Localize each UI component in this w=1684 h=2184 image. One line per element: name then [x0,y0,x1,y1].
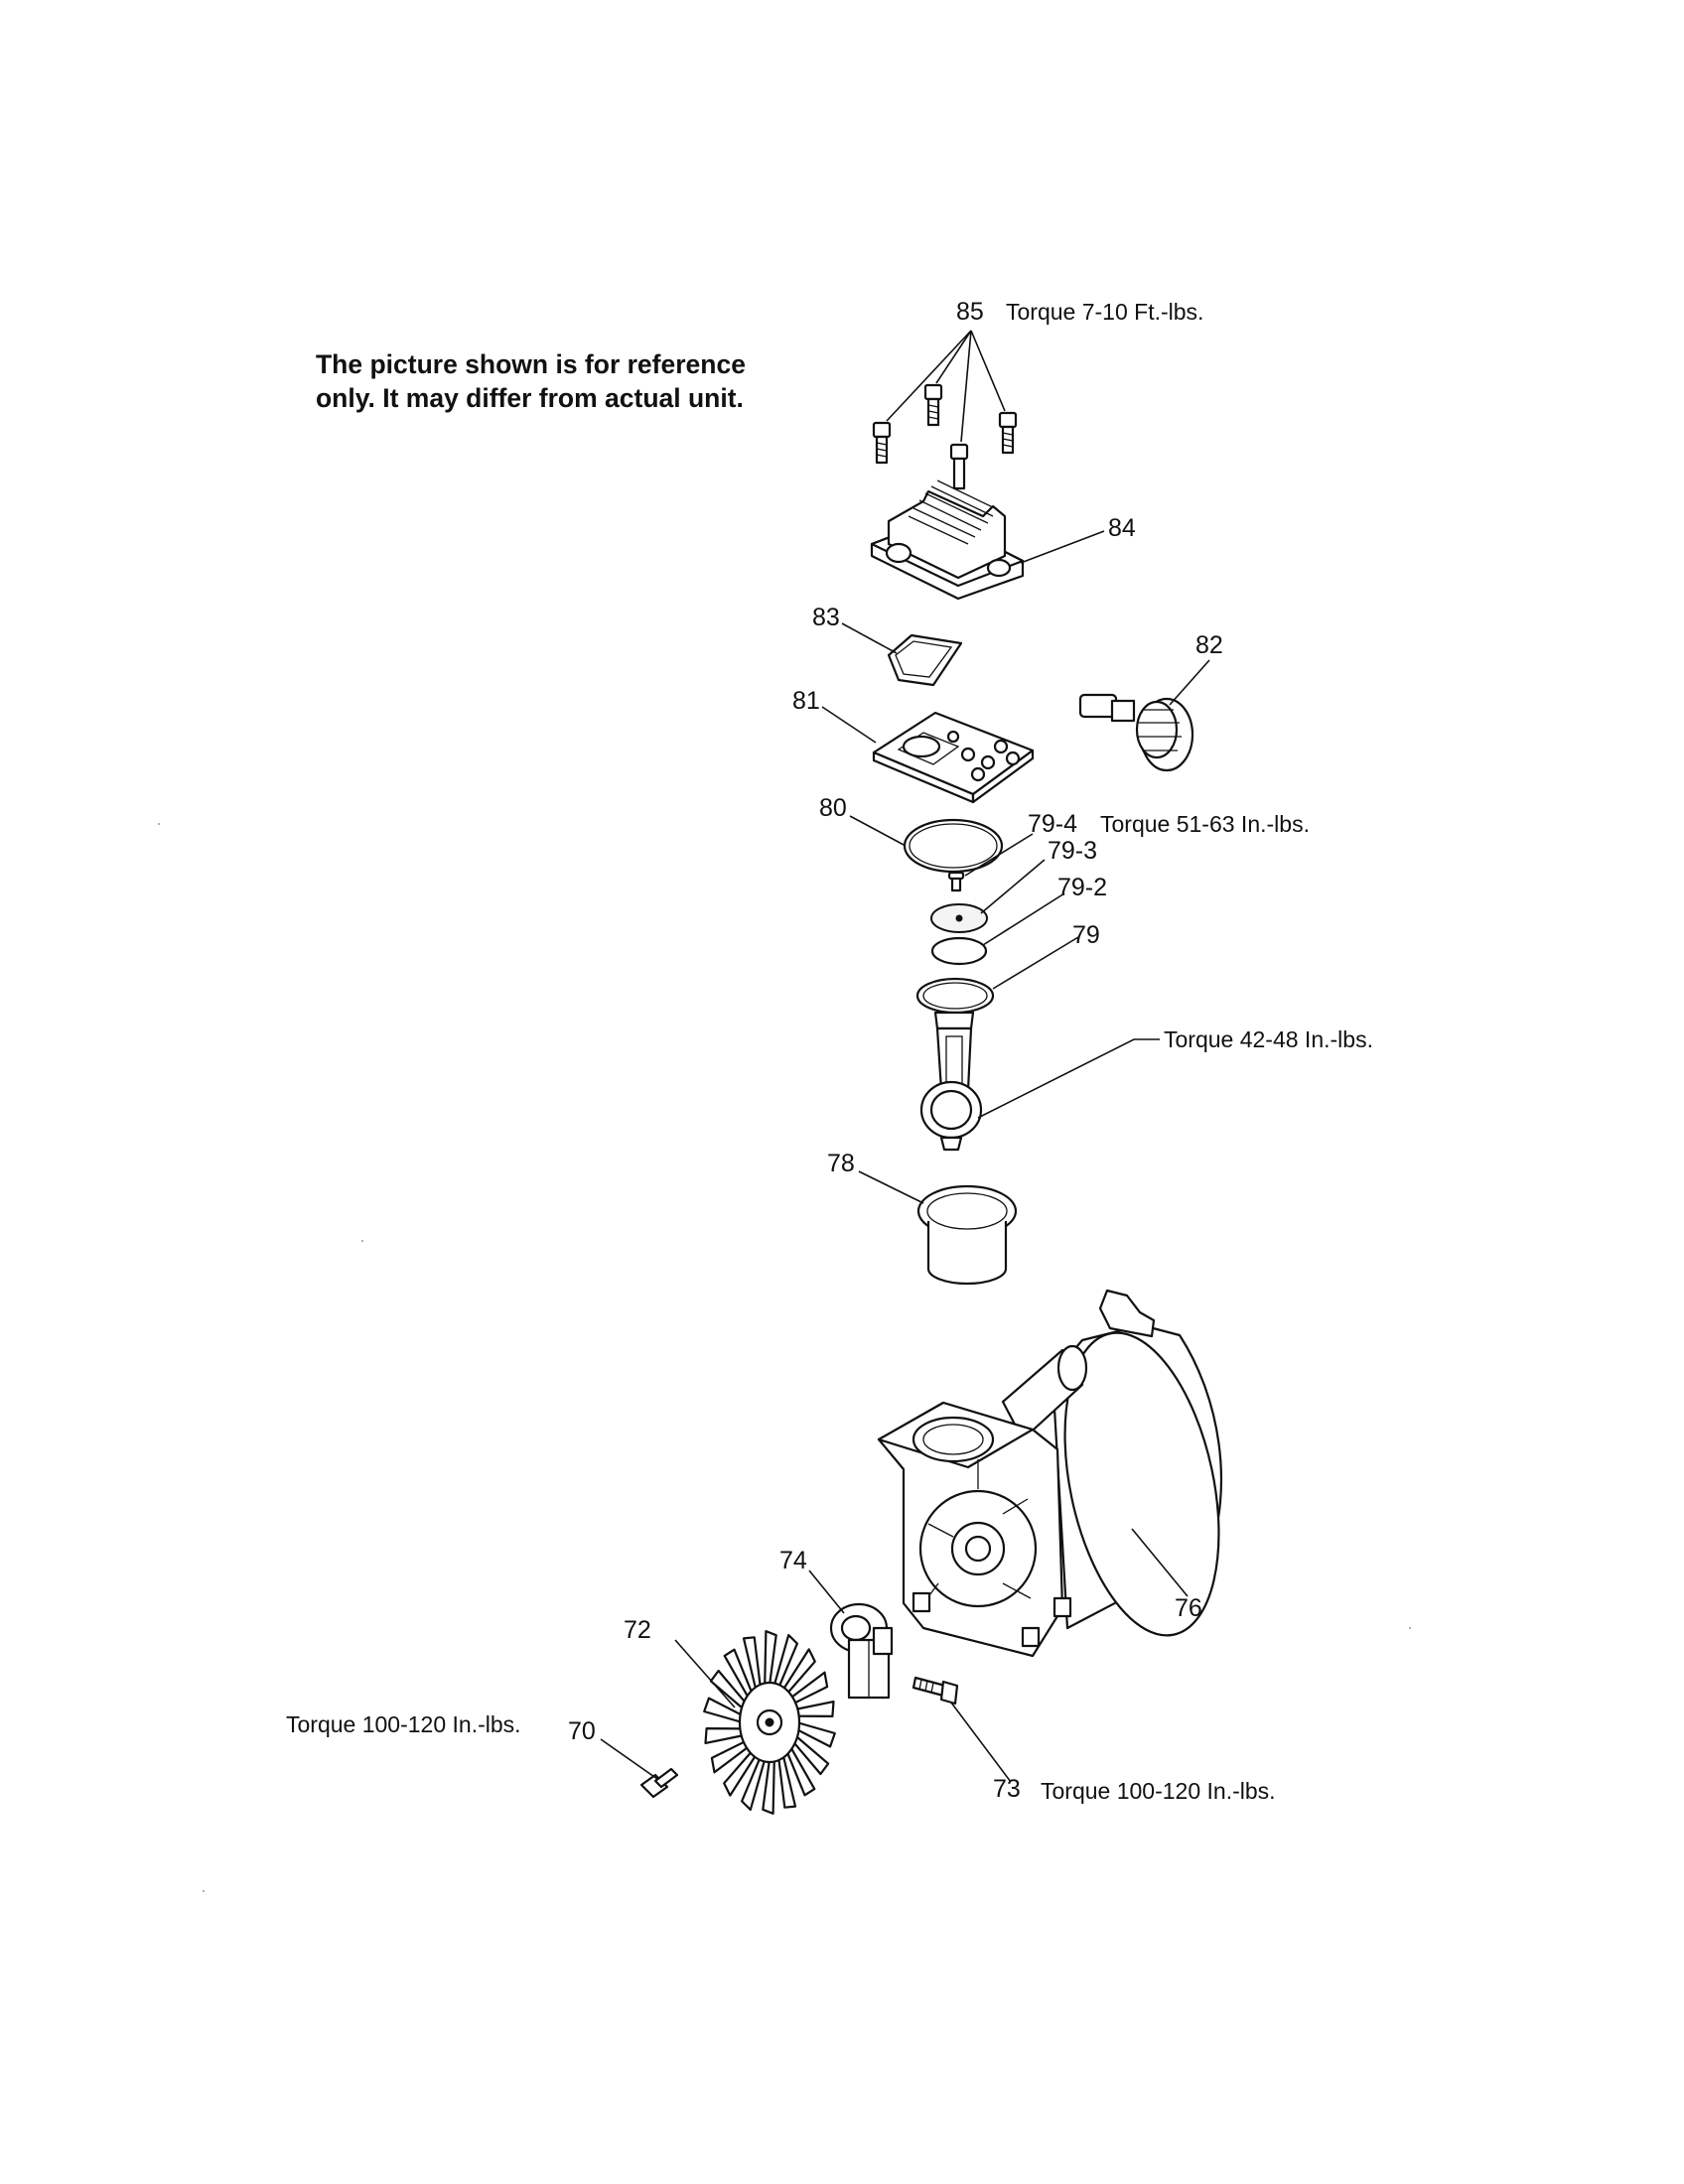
part-79-2-cup [930,892,1065,966]
torque-85: Torque 7-10 Ft.-lbs. [1006,299,1203,325]
label-85: 85 [956,298,984,326]
label-83: 83 [812,604,840,631]
leader-72 [674,1639,736,1708]
part-72-fan [703,1630,836,1815]
part-82-unloader-valve [1078,659,1210,772]
part-74-eccentric [808,1570,894,1700]
part-83-gasket [841,622,963,687]
torque-79-4: Torque 51-63 In.-lbs. [1100,811,1310,837]
label-70: 70 [568,1717,596,1745]
fan-blade [762,1758,775,1815]
part-73-bolt [912,1676,1012,1783]
part-70-bolt [600,1738,679,1799]
label-84: 84 [1108,514,1136,542]
torque-rod: Torque 42-48 In.-lbs. [1164,1026,1373,1052]
label-78: 78 [827,1150,855,1177]
reference-note: The picture shown is for reference only.… [316,349,746,414]
label-80: 80 [819,794,847,822]
part-79-4-screw [947,833,1034,892]
label-82: 82 [1195,631,1223,659]
part-76-motor-crankcase [877,1289,1223,1658]
label-74: 74 [779,1547,807,1574]
fan-blade [793,1701,835,1717]
part-80-o-ring [849,815,1004,874]
label-73: 73 [993,1775,1021,1803]
label-79-3: 79-3 [1048,837,1097,865]
label-79-2: 79-2 [1057,874,1107,901]
part-79-3-retainer [930,859,1046,933]
part-85-head-bolts [872,330,1018,490]
fan-blade [764,1630,777,1687]
label-76: 76 [1175,1594,1202,1622]
part-number-labels: 85 84 83 82 81 80 79-4 79-3 79-2 79 78 7… [568,298,1223,1803]
torque-specs: Torque 7-10 Ft.-lbs. Torque 51-63 In.-lb… [286,299,1373,1804]
label-72: 72 [624,1616,651,1644]
fan-blade [704,1727,746,1744]
torque-70: Torque 100-120 In.-lbs. [286,1711,521,1737]
torque-73: Torque 100-120 In.-lbs. [1041,1778,1276,1804]
part-79-piston-rod [915,936,1160,1152]
label-79: 79 [1072,921,1100,949]
part-78-cylinder-sleeve [858,1170,1018,1286]
part-81-valve-plate [821,706,1035,804]
scan-specks [158,823,1411,1892]
label-81: 81 [792,687,820,715]
label-79-4: 79-4 [1028,810,1077,838]
part-84-cylinder-head [870,479,1105,601]
